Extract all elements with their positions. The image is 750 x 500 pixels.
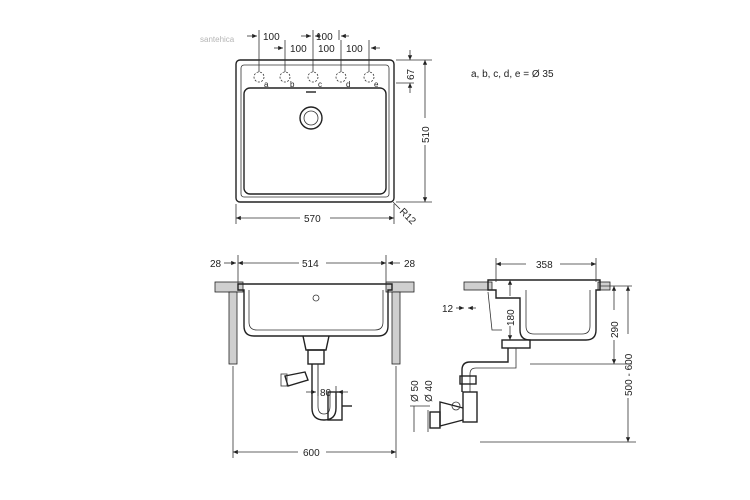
sink-rim xyxy=(240,64,390,198)
top-view: a b c d e 100 100 100 100 100 570 xyxy=(235,30,554,227)
spacing-upper-1: 100 xyxy=(263,32,280,43)
rim-depth-label: 67 xyxy=(406,68,417,80)
left-margin-label: 28 xyxy=(210,259,222,270)
side-drain xyxy=(501,339,531,349)
side-outlet xyxy=(439,401,464,427)
cabinet-wall-left xyxy=(228,291,238,365)
side-view: Ø 50 Ø 40 358 12 180 290 500 - 600 xyxy=(410,258,636,443)
watermark-text: santehica xyxy=(200,35,235,44)
side-sink-inner xyxy=(525,290,591,335)
spacing-upper-2: 100 xyxy=(316,32,333,43)
tap-hole-c xyxy=(307,71,319,83)
spacing-lower-3: 100 xyxy=(346,44,363,55)
drain-outer xyxy=(299,106,323,130)
top-height-label: 510 xyxy=(421,126,432,143)
front-sink-inner xyxy=(248,290,384,331)
side-rim-label: 12 xyxy=(442,304,454,315)
hole-label-b: b xyxy=(290,80,295,89)
side-connector xyxy=(284,371,309,387)
side-pipe-nut xyxy=(459,375,477,385)
side-connector-cap xyxy=(280,373,288,387)
side-drain-pipe xyxy=(461,348,509,392)
side-overflow xyxy=(487,291,502,331)
trap-bend-inner xyxy=(317,364,331,415)
right-margin-label: 28 xyxy=(404,259,416,270)
pipe-diameter-2: Ø 40 xyxy=(424,380,435,402)
drain-inner xyxy=(303,110,319,126)
sink-bowl xyxy=(243,87,387,195)
cabinet-wall-right xyxy=(391,291,401,365)
hole-label-e: e xyxy=(374,80,379,89)
outlet-spacing-label: 80 xyxy=(320,388,332,399)
spacing-lower-1: 100 xyxy=(290,44,307,55)
side-countertop xyxy=(463,281,493,291)
front-view: 80 28 514 28 600 xyxy=(210,255,416,459)
total-height-label: 500 - 600 xyxy=(624,353,635,396)
cabinet-width-label: 600 xyxy=(303,448,320,459)
sink-outline xyxy=(235,59,395,203)
pipe-diameter-1: Ø 50 xyxy=(410,380,421,402)
hole-label-a: a xyxy=(264,80,269,89)
tap-hole-d xyxy=(335,71,347,83)
corner-radius-label: R12 xyxy=(397,206,418,227)
inner-width-label: 514 xyxy=(302,259,319,270)
tap-hole-a xyxy=(253,71,265,83)
side-trap xyxy=(462,391,478,423)
overflow-hole xyxy=(312,294,320,302)
hole-diameter-note: a, b, c, d, e = Ø 35 xyxy=(471,69,554,80)
side-sink-body xyxy=(487,279,601,341)
tap-hole-b xyxy=(279,71,291,83)
side-depth-label: 358 xyxy=(536,260,553,271)
tap-hole-e xyxy=(363,71,375,83)
radius-leader xyxy=(392,201,401,210)
hole-label-c: c xyxy=(318,80,322,89)
front-sink-body xyxy=(237,283,393,337)
side-drain-pipe-inner xyxy=(469,348,517,392)
trap-bend xyxy=(311,364,337,421)
outlet-height-label: 290 xyxy=(610,321,621,338)
drain-neck xyxy=(307,349,325,365)
drain-body xyxy=(302,335,330,351)
side-connector-hole xyxy=(451,401,461,411)
side-outlet-cap xyxy=(429,411,441,429)
spacing-lower-2: 100 xyxy=(318,44,335,55)
hole-label-d: d xyxy=(346,80,350,89)
bowl-depth-label: 180 xyxy=(506,309,517,326)
top-width-label: 570 xyxy=(304,214,321,225)
